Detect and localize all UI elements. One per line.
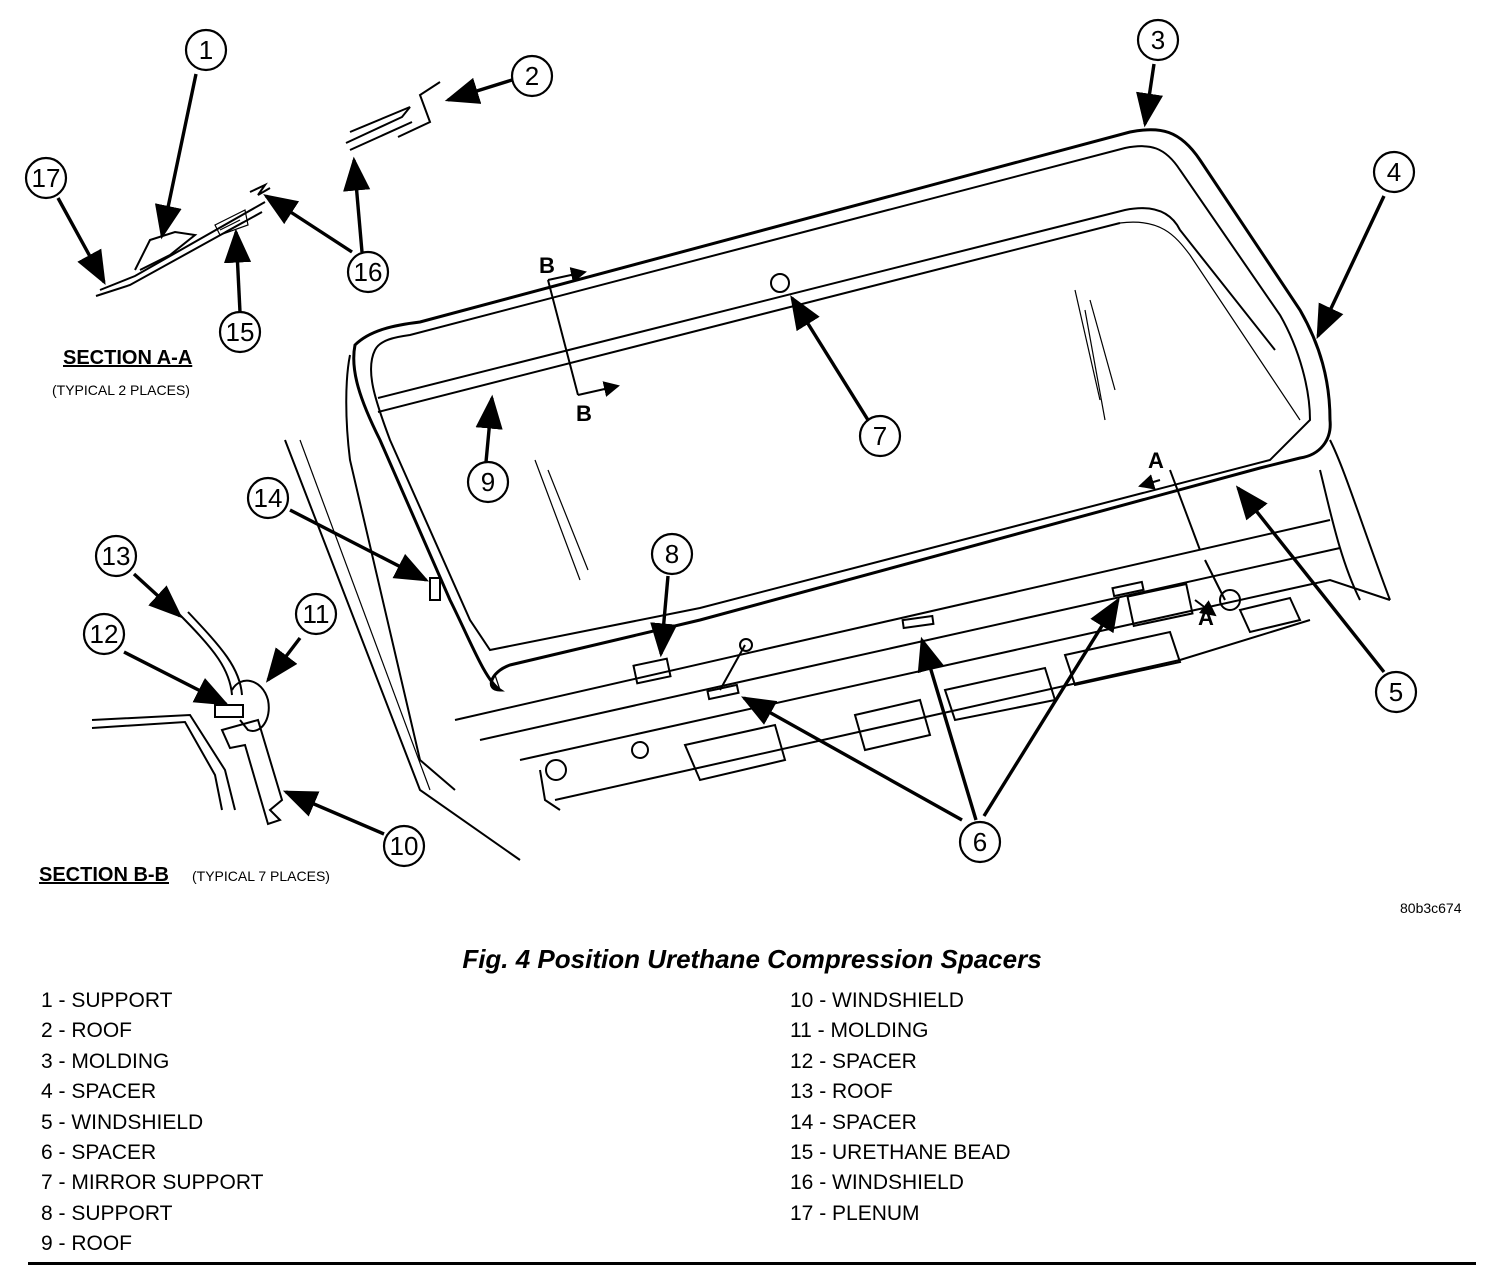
legend-left-column: 1 - SUPPORT 2 - ROOF 3 - MOLDING 4 - SPA… (41, 986, 263, 1260)
legend-item: 10 - WINDSHIELD (790, 989, 964, 1012)
callout-16: 16 (346, 250, 390, 294)
callout-5: 5 (1374, 670, 1418, 714)
legend-item: 15 - URETHANE BEAD (790, 1140, 1011, 1164)
callout-4-number: 4 (1387, 157, 1401, 187)
legend-item: 12 - SPACER (790, 1049, 917, 1073)
callout-2: 2 (510, 54, 554, 98)
cut-mark-a-bottom: A (1198, 605, 1214, 630)
callout-3: 3 (1136, 18, 1180, 62)
section-a-a-note: (TYPICAL 2 PLACES) (52, 382, 190, 398)
callout-11-number: 11 (303, 599, 330, 629)
callout-2-number: 2 (525, 61, 539, 91)
callout-3-number: 3 (1151, 25, 1165, 55)
callout-16-number: 16 (354, 257, 383, 287)
callout-7: 7 (858, 414, 902, 458)
callout-14-number: 14 (254, 483, 283, 513)
callout-12-number: 12 (90, 619, 119, 649)
callout-6-number: 6 (973, 827, 987, 857)
section-a-a-label: SECTION A-A (63, 347, 192, 369)
callout-9: 9 (466, 460, 510, 504)
callout-8-number: 8 (665, 539, 679, 569)
callout-10-number: 10 (390, 831, 419, 861)
section-b-b-note: (TYPICAL 7 PLACES) (192, 868, 330, 884)
callout-14: 14 (246, 476, 290, 520)
legend-item: 8 - SUPPORT (41, 1201, 173, 1225)
callout-8: 8 (650, 532, 694, 576)
legend-item: 11 - MOLDING (790, 1019, 929, 1043)
windshield-drawing (284, 128, 1391, 861)
callout-13-number: 13 (102, 541, 131, 571)
cut-mark-a-top: A (1148, 448, 1164, 473)
callout-1-number: 1 (199, 35, 213, 65)
callout-7-number: 7 (873, 421, 887, 451)
callout-13: 13 (94, 534, 138, 578)
legend-item: 3 - MOLDING (41, 1049, 170, 1073)
legend-item: 14 - SPACER (790, 1110, 917, 1134)
callout-15: 15 (218, 310, 262, 354)
cut-mark-b-bottom: B (576, 401, 592, 426)
callout-5-number: 5 (1389, 677, 1403, 707)
figure-title: Fig. 4 Position Urethane Compression Spa… (462, 944, 1042, 974)
callout-17-number: 17 (32, 163, 61, 193)
legend-item: 16 - WINDSHIELD (790, 1171, 964, 1195)
legend-item: 9 - ROOF (41, 1232, 133, 1256)
callout-11: 11 (294, 592, 338, 636)
legend-item: 5 - WINDSHIELD (41, 1110, 204, 1134)
callout-15-number: 15 (226, 317, 255, 347)
callout-4: 4 (1372, 150, 1416, 194)
callout-17: 17 (24, 156, 68, 200)
cut-mark-b-top: B (539, 253, 555, 278)
callout-6: 6 (958, 820, 1002, 864)
legend-item: 2 - ROOF (41, 1019, 133, 1043)
legend-item: 7 - MIRROR SUPPORT (41, 1171, 264, 1195)
leader-lines (56, 63, 1386, 836)
callout-10: 10 (382, 824, 426, 868)
callout-9-number: 9 (481, 467, 495, 497)
legend-item: 1 - SUPPORT (41, 989, 173, 1012)
legend-item: 13 - ROOF (790, 1080, 893, 1104)
legend-item: 4 - SPACER (41, 1080, 157, 1104)
section-b-b-label: SECTION B-B (39, 864, 169, 886)
callout-1: 1 (184, 28, 228, 72)
bottom-divider (28, 1262, 1476, 1265)
callout-12: 12 (82, 612, 126, 656)
legend-right-column: 10 - WINDSHIELD 11 - MOLDING 12 - SPACER… (790, 986, 1011, 1229)
legend-item: 6 - SPACER (41, 1140, 157, 1164)
section-b-b-drawing (91, 611, 284, 826)
figure-code: 80b3c674 (1400, 900, 1462, 916)
legend-item: 17 - PLENUM (790, 1201, 920, 1225)
windshield-diagram: B B A A SECTION A-A (TYPICAL 2 PLACES) S… (24, 18, 1418, 886)
section-a-a-drawing (95, 81, 441, 297)
